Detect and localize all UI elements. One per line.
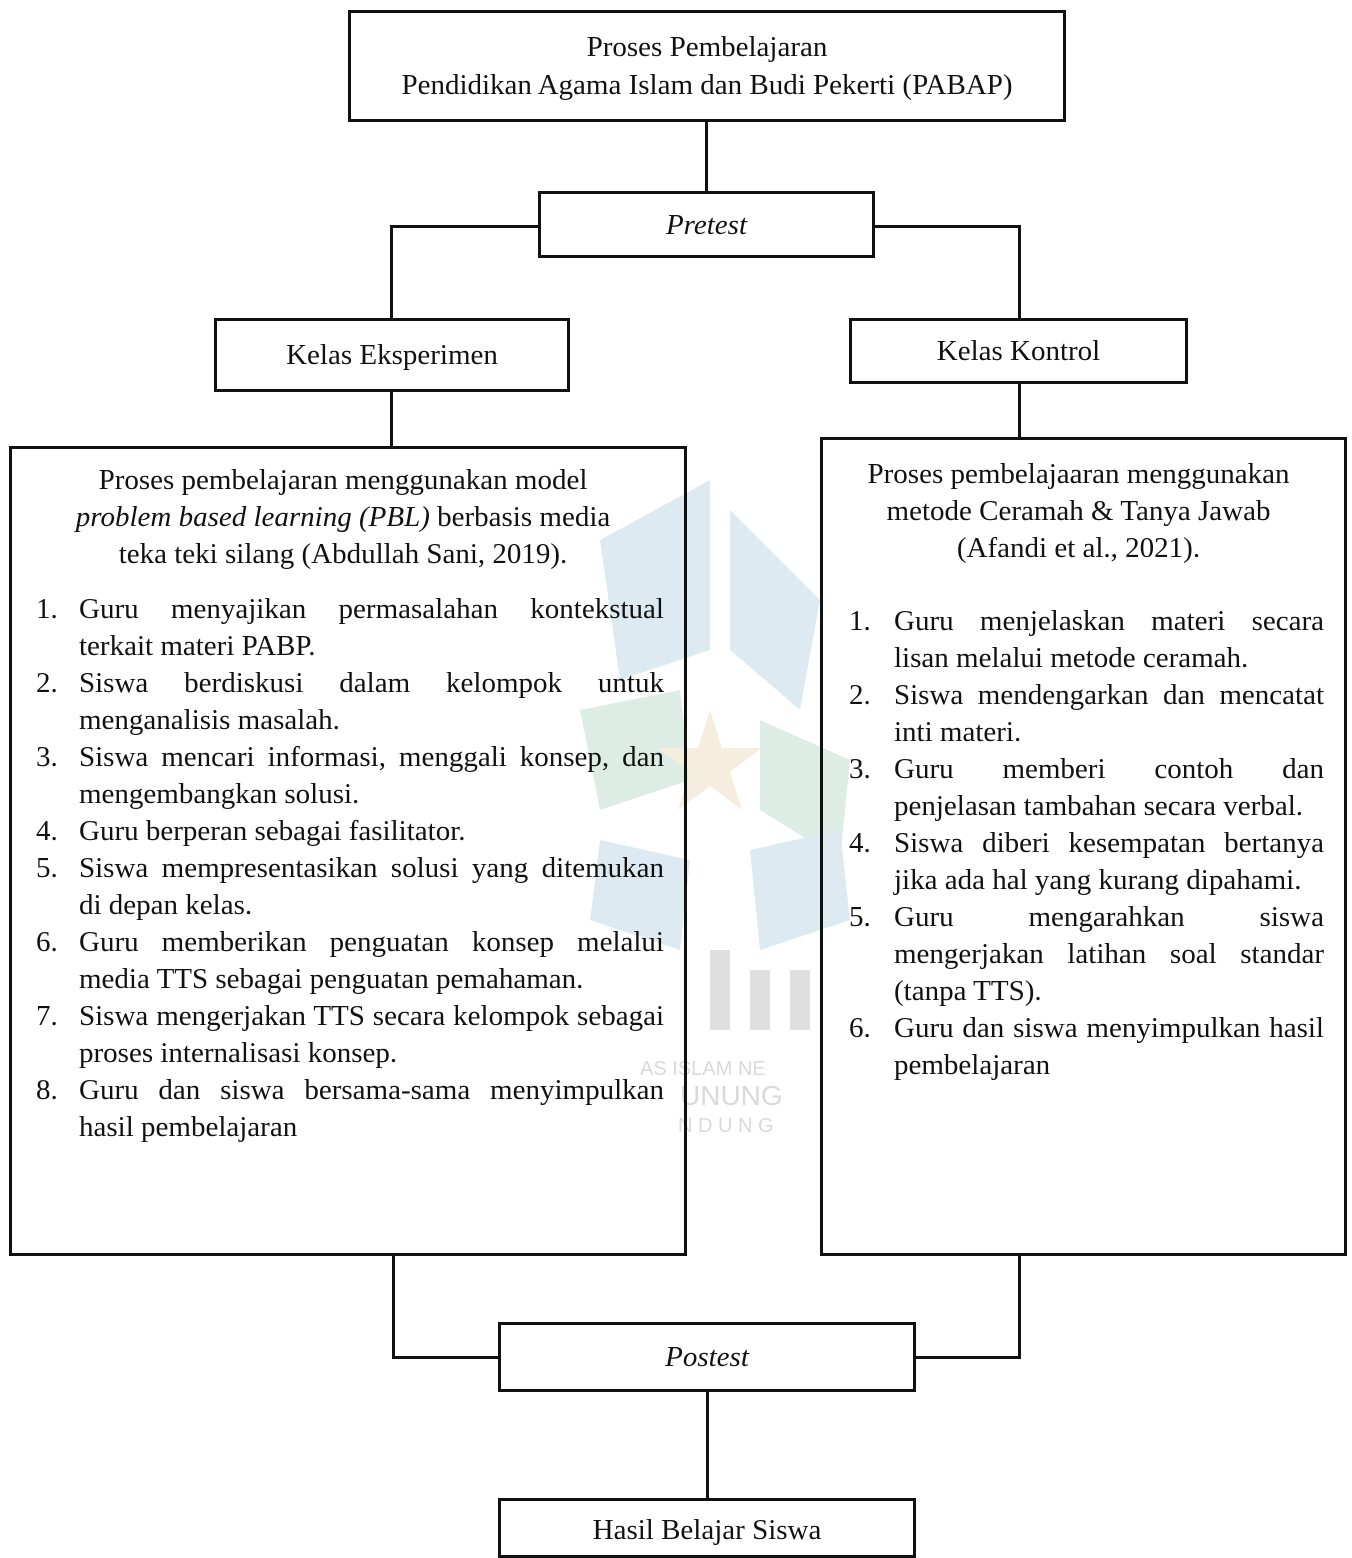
- experiment-process-panel: Proses pembelajaran menggunakan model pr…: [9, 446, 687, 1256]
- step-number: 1.: [849, 605, 871, 637]
- connector-ctrl-to-postest: [914, 1356, 1021, 1359]
- step-text: Guru dan siswa menyimpulkan hasil pembel…: [894, 1012, 1324, 1081]
- process-title-line2: Pendidikan Agama Islam dan Budi Pekerti …: [401, 69, 1013, 101]
- control-title-line2: metode Ceramah & Tanya Jawab: [886, 495, 1271, 527]
- connector-exp-panel-down: [392, 1253, 395, 1359]
- step-number: 2.: [849, 679, 871, 711]
- experiment-step: 2. Siswa berdiskusi dalam kelompok untuk …: [22, 665, 664, 739]
- pretest-box: Pretest: [538, 191, 875, 258]
- step-text: Guru berperan sebagai fasilitator.: [79, 815, 466, 847]
- step-text: Siswa mempresentasikan solusi yang ditem…: [79, 852, 664, 921]
- step-number: 8.: [36, 1074, 58, 1106]
- step-number: 5.: [849, 901, 871, 933]
- step-text: Guru dan siswa bersama-sama menyimpulkan…: [79, 1074, 664, 1143]
- experiment-panel-title: Proses pembelajaran menggunakan model pr…: [22, 462, 664, 573]
- process-title-box: Proses Pembelajaran Pendidikan Agama Isl…: [348, 10, 1066, 122]
- step-text: Siswa mengerjakan TTS secara kelompok se…: [79, 1000, 664, 1069]
- control-process-panel: Proses pembelajaaran menggunakan metode …: [820, 437, 1347, 1256]
- experiment-step: 1. Guru menyajikan permasalahan kontekstu…: [22, 591, 664, 665]
- experiment-title-model: problem based learning (PBL): [75, 501, 430, 533]
- watermark-text-2: UNUNG: [680, 1080, 783, 1111]
- watermark-text-3: N D U N G: [678, 1115, 774, 1137]
- connector-pretest-right-h: [873, 225, 1021, 228]
- step-text: Guru menjelaskan materi secara lisan mel…: [894, 605, 1324, 674]
- step-number: 2.: [36, 667, 58, 699]
- step-text: Guru memberi contoh dan penjelasan tamba…: [894, 753, 1324, 822]
- experiment-title-line1: Proses pembelajaran menggunakan model: [98, 464, 588, 496]
- experiment-step: 6. Guru memberikan penguatan konsep melal…: [22, 924, 664, 998]
- connector-pretest-left-v: [390, 225, 393, 320]
- step-text: Siswa diberi kesempatan bertanya jika ad…: [894, 827, 1324, 896]
- connector-top-to-pretest: [705, 120, 708, 193]
- experiment-step: 7. Siswa mengerjakan TTS secara kelompok …: [22, 998, 664, 1072]
- connector-ctrl-panel-down: [1018, 1253, 1021, 1359]
- postest-box: Postest: [498, 1322, 916, 1392]
- experiment-step: 3. Siswa mencari informasi, menggali kons…: [22, 739, 664, 813]
- step-number: 1.: [36, 593, 58, 625]
- step-text: Guru menyajikan permasalahan kontekstual…: [79, 593, 664, 662]
- control-step: 2. Siswa mendengarkan dan mencatat inti m…: [833, 677, 1324, 751]
- experiment-step: 4. Guru berperan sebagai fasilitator.: [22, 813, 664, 850]
- step-text: Guru memberikan penguatan konsep melalui…: [79, 926, 664, 995]
- control-step: 3. Guru memberi contoh dan penjelasan tam…: [833, 751, 1324, 825]
- experiment-title-media: berbasis media: [429, 501, 611, 533]
- step-number: 7.: [36, 1000, 58, 1032]
- experiment-class-box: Kelas Eksperimen: [214, 318, 570, 392]
- control-class-box: Kelas Kontrol: [849, 318, 1188, 384]
- connector-ctrl-label-to-panel: [1018, 382, 1021, 438]
- result-box: Hasil Belajar Siswa: [498, 1498, 916, 1558]
- process-title-line1: Proses Pembelajaran: [586, 31, 828, 63]
- control-step: 1. Guru menjelaskan materi secara lisan m…: [833, 603, 1324, 677]
- control-title-line3: (Afandi et al., 2021).: [956, 532, 1201, 564]
- control-panel-title: Proses pembelajaaran menggunakan metode …: [833, 456, 1324, 567]
- step-number: 3.: [849, 753, 871, 785]
- step-text: Siswa berdiskusi dalam kelompok untuk me…: [79, 667, 664, 736]
- step-text: Guru mengarahkan siswa mengerjakan latih…: [894, 901, 1324, 1007]
- step-number: 5.: [36, 852, 58, 884]
- step-number: 6.: [36, 926, 58, 958]
- experiment-step: 5. Siswa mempresentasikan solusi yang dit…: [22, 850, 664, 924]
- step-number: 4.: [36, 815, 58, 847]
- control-title-line1: Proses pembelajaaran menggunakan: [867, 458, 1290, 490]
- step-text: Siswa mendengarkan dan mencatat inti mat…: [894, 679, 1324, 748]
- connector-exp-label-to-panel: [390, 390, 393, 448]
- control-step: 4. Siswa diberi kesempatan bertanya jika …: [833, 825, 1324, 899]
- experiment-class-label: Kelas Eksperimen: [286, 339, 498, 371]
- step-number: 6.: [849, 1012, 871, 1044]
- experiment-step: 8. Guru dan siswa bersama-sama menyimpulk…: [22, 1072, 664, 1146]
- experiment-steps-list: 1. Guru menyajikan permasalahan kontekstu…: [22, 591, 664, 1146]
- step-number: 4.: [849, 827, 871, 859]
- pretest-label: Pretest: [665, 208, 748, 241]
- step-text: Siswa mencari informasi, menggali konsep…: [79, 741, 664, 810]
- control-step: 6. Guru dan siswa menyimpulkan hasil pemb…: [833, 1010, 1324, 1084]
- result-label: Hasil Belajar Siswa: [592, 1514, 822, 1546]
- control-step: 5. Guru mengarahkan siswa mengerjakan lat…: [833, 899, 1324, 1010]
- step-number: 3.: [36, 741, 58, 773]
- postest-label: Postest: [665, 1341, 749, 1373]
- connector-pretest-left-h: [390, 225, 540, 228]
- connector-postest-to-result: [706, 1390, 709, 1500]
- control-steps-list: 1. Guru menjelaskan materi secara lisan m…: [833, 603, 1324, 1084]
- connector-pretest-right-v: [1018, 225, 1021, 320]
- connector-exp-to-postest: [392, 1356, 500, 1359]
- experiment-title-line3: teka teki silang (Abdullah Sani, 2019).: [118, 538, 568, 570]
- control-class-label: Kelas Kontrol: [936, 335, 1101, 367]
